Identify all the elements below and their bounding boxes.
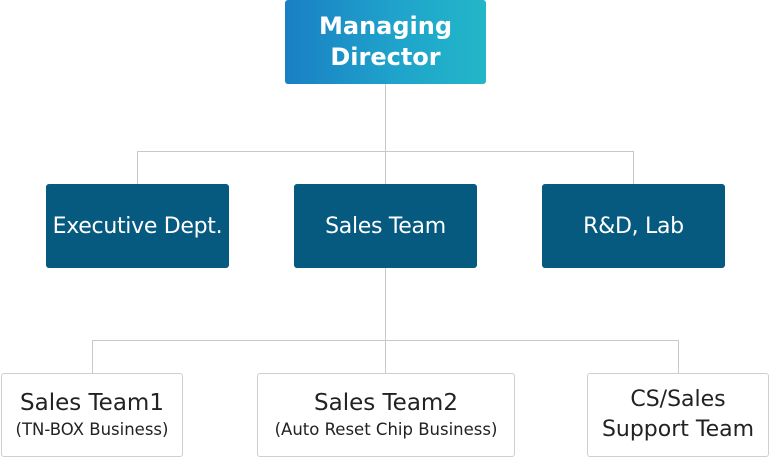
managing-director-label-line2: Director	[330, 43, 441, 71]
sales-team2-box: Sales Team2 (Auto Reset Chip Business)	[257, 373, 515, 457]
executive-dept-box: Executive Dept.	[46, 184, 229, 268]
connector-executive-drop	[137, 151, 138, 184]
executive-dept-label: Executive Dept.	[52, 213, 223, 239]
connector-director-down	[385, 84, 386, 151]
connector-sales-down	[385, 268, 386, 340]
sales-team2-title: Sales Team2	[314, 390, 458, 416]
sales-team2-subtitle: (Auto Reset Chip Business)	[274, 420, 498, 439]
managing-director-box: Managing Director	[285, 0, 486, 84]
sales-team1-subtitle: (TN-BOX Business)	[15, 420, 169, 439]
sales-team1-box: Sales Team1 (TN-BOX Business)	[1, 373, 183, 457]
rnd-lab-box: R&D, Lab	[542, 184, 725, 268]
cs-sales-support-title-line1: CS/Sales	[630, 387, 726, 412]
connector-subteam3-drop	[678, 340, 679, 373]
connector-subteam1-drop	[92, 340, 93, 373]
sales-team1-title: Sales Team1	[20, 390, 164, 416]
sales-team-label: Sales Team	[325, 213, 446, 239]
cs-sales-support-box: CS/Sales Support Team	[587, 373, 769, 457]
sales-team-box: Sales Team	[294, 184, 477, 268]
managing-director-label-line1: Managing	[318, 12, 453, 40]
rnd-lab-label: R&D, Lab	[583, 213, 684, 239]
connector-subteam2-drop	[385, 340, 386, 373]
connector-rnd-drop	[633, 151, 634, 184]
cs-sales-support-title-line2: Support Team	[601, 417, 755, 442]
connector-sales-drop	[385, 151, 386, 184]
